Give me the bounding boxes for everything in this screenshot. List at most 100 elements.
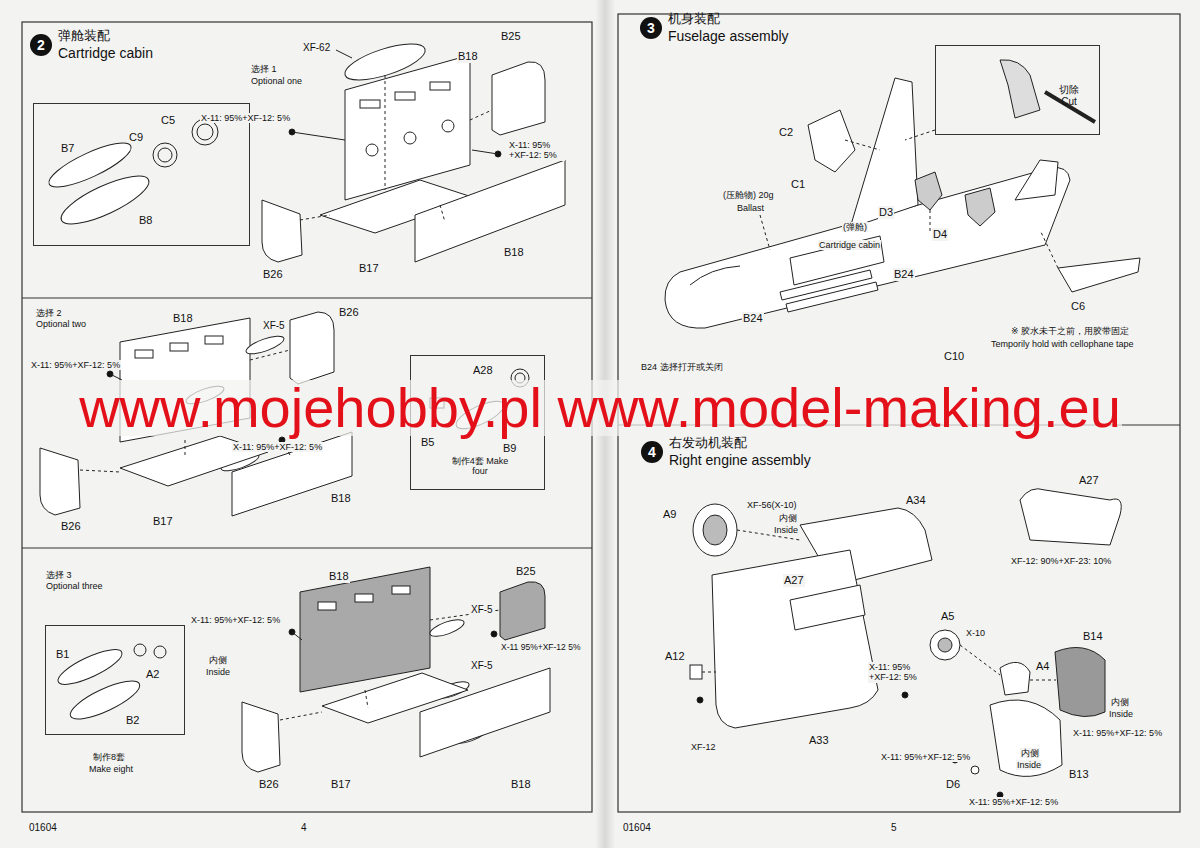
line-art: [1000, 60, 1040, 118]
page-frame: [22, 14, 1180, 812]
watermark: www.mojehobby.pl www.model-making.eu: [78, 380, 1122, 436]
line-art: [808, 110, 855, 172]
part-number: C5: [161, 114, 175, 127]
note-text: Inside: [1016, 760, 1042, 770]
line-art: [712, 550, 878, 728]
line-art: [442, 120, 454, 132]
note-text: ※ 胶水未干之前，用胶带固定: [1010, 326, 1130, 336]
step-number-text: 3: [640, 17, 662, 39]
part-number: C10: [943, 350, 965, 363]
line-art: [404, 132, 416, 144]
note-text: Cartridge cabin: [818, 240, 881, 250]
line-art: [690, 266, 740, 285]
line-art: [420, 668, 550, 757]
step-number: 3机身装配Fuselage assembly: [640, 17, 662, 39]
line-art: [428, 616, 466, 640]
line-art: [134, 644, 146, 656]
line-art: [1015, 160, 1058, 200]
part-number: B18: [457, 50, 479, 63]
part-number: A5: [940, 610, 955, 623]
line-art: [693, 504, 737, 556]
line-art: [760, 215, 770, 250]
note-text: 01604: [28, 822, 58, 834]
step-heading: 弹舱装配: [58, 29, 110, 44]
line-art: [850, 78, 918, 228]
line-art: [22, 297, 592, 298]
line-art: [154, 646, 166, 658]
note-text: Ballast: [736, 203, 765, 213]
line-art: [232, 432, 352, 516]
line-art: [415, 160, 565, 262]
part-number: B24: [893, 268, 915, 281]
step-number: 2弹舱装配Cartridge cabin: [30, 34, 52, 56]
line-art: [336, 50, 352, 58]
part-number: B1: [56, 648, 69, 661]
line-art: [990, 700, 1062, 776]
line-art: [965, 188, 995, 226]
cabin-option-three: [54, 567, 550, 772]
line-art: [702, 672, 716, 673]
part-number: C6: [1070, 300, 1086, 313]
step-number-text: 2: [30, 34, 52, 56]
part-number: A34: [905, 494, 927, 507]
part-number: B17: [358, 262, 380, 275]
note-text: X-11: 95%+XF-12: 5%: [232, 442, 323, 452]
line-art: [205, 336, 223, 344]
note-text: X-11: 95%+XF-12: 5%: [968, 797, 1059, 807]
line-art: [1058, 258, 1140, 292]
note-text: XF-56(X-10): [746, 500, 798, 510]
line-art: [905, 130, 935, 140]
part-number: B18: [172, 312, 194, 325]
part-number: A33: [808, 734, 830, 747]
line-art: [440, 205, 445, 222]
note-text: 选择 2: [35, 308, 63, 318]
line-art: [365, 690, 368, 708]
line-art: [242, 702, 280, 772]
line-art: [280, 610, 500, 720]
step-heading: Cartridge cabin: [58, 45, 153, 61]
part-number: B26: [338, 306, 360, 319]
note-text: 制作8套: [92, 752, 126, 762]
line-art: [292, 132, 345, 140]
line-art: [395, 92, 415, 100]
note-text: 01604: [622, 822, 652, 834]
note-text: Optional three: [45, 581, 104, 591]
line-art: [1020, 489, 1121, 545]
line-art: [697, 697, 703, 703]
line-art: [280, 712, 322, 720]
detail-inset: B7C9C5B8: [33, 103, 250, 246]
detail-inset: 切除 Cut: [935, 45, 1100, 135]
note-text: Make eight: [88, 764, 134, 774]
part-number: D4: [932, 228, 948, 241]
line-art: [345, 55, 470, 200]
part-number: B18: [330, 492, 352, 505]
note-text: X-11: 95% +XF-12: 5%: [868, 662, 928, 683]
note-text: Inside: [1108, 709, 1134, 719]
part-number: A27: [783, 574, 805, 587]
note-text: X-11: 95%+XF-12: 5%: [190, 615, 281, 625]
step-number: 4右发动机装配Right engine assembly: [641, 441, 663, 463]
part-number: B2: [126, 714, 139, 727]
step-heading: 机身装配: [668, 12, 720, 27]
line-art: [690, 665, 702, 679]
note-text: 内侧: [208, 655, 228, 665]
step-heading: Fuselage assembly: [668, 28, 789, 44]
note-text: X-10: [965, 628, 986, 638]
line-art: [366, 144, 378, 156]
note-text: XF-5: [470, 660, 494, 672]
note-text: 4: [300, 822, 308, 834]
part-number: B7: [61, 142, 74, 155]
part-number: C9: [129, 131, 143, 144]
part-number: D3: [878, 206, 894, 219]
line-art: [250, 350, 290, 360]
note-text: X-11: 95%+XF-12: 5%: [200, 113, 291, 123]
line-art: [22, 547, 592, 548]
note-text: Inside: [773, 525, 799, 535]
part-number: B25: [500, 30, 522, 43]
line-art: [915, 172, 942, 210]
part-number: D6: [945, 778, 961, 791]
line-art: [492, 62, 545, 135]
line-art: [760, 130, 1058, 268]
note-text: 选择 1: [250, 64, 278, 74]
